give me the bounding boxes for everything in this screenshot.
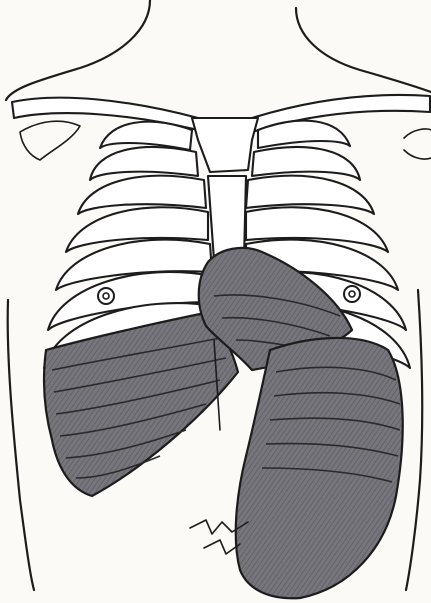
left-shaded-area [236,338,403,598]
